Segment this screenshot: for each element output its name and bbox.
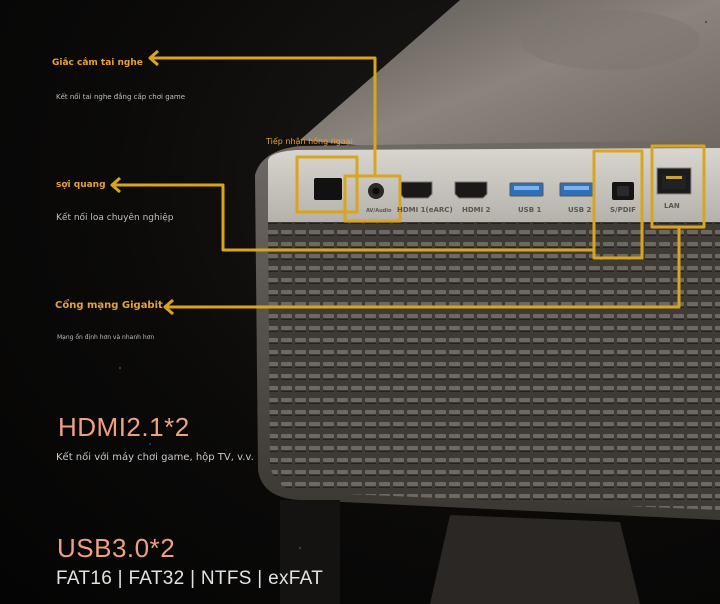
port-label-aux: AV/Audio xyxy=(366,208,392,214)
port-label-usb1: USB 1 xyxy=(518,206,542,214)
callout-ethernet-title: Cổng mạng Gigabit xyxy=(55,300,163,311)
callout-optical-title: sợi quang xyxy=(56,180,106,190)
callout-headphone-desc: Kết nối tai nghe đẳng cấp chơi game xyxy=(56,93,186,101)
port-label-lan: LAN xyxy=(664,202,680,210)
callout-ethernet-desc: Mạng ổn định hơn và nhanh hơn xyxy=(57,334,155,341)
port-label-usb2: USB 2 xyxy=(568,206,592,214)
feature-hdmi-desc: Kết nối với máy chơi game, hộp TV, v.v. xyxy=(56,452,254,463)
port-label-hdmi2: HDMI 2 xyxy=(462,206,491,214)
feature-usb-formats: FAT16 | FAT32 | NTFS | exFAT xyxy=(56,568,324,589)
port-label-hdmi1: HDMI 1(eARC) xyxy=(397,206,453,214)
callout-headphone-title: Giắc cắm tai nghe xyxy=(52,58,143,68)
callout-optical-desc: Kết nối loa chuyên nghiệp xyxy=(56,213,174,223)
feature-hdmi-title: HDMI2.1*2 xyxy=(58,412,190,442)
port-label-spdif: S/PDIF xyxy=(610,206,636,214)
callout-infrared-title: Tiếp nhận hồng ngoại xyxy=(266,137,353,146)
feature-usb-title: USB3.0*2 xyxy=(57,533,176,563)
